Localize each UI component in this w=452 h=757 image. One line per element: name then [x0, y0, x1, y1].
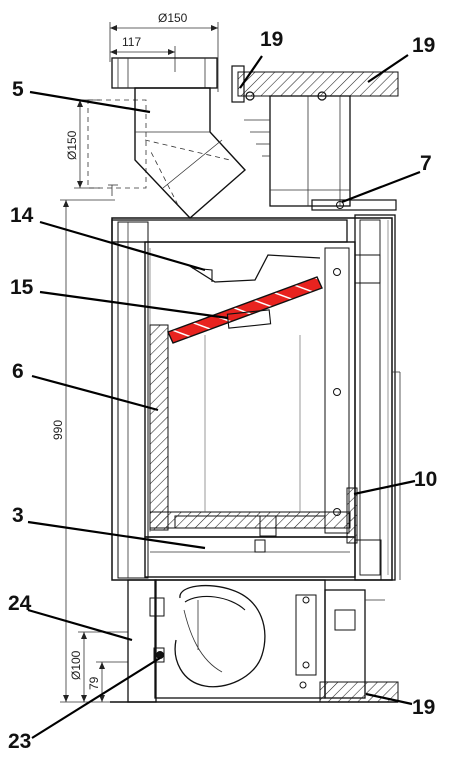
callout-5: 5 [12, 78, 24, 101]
base-fan-unit [110, 579, 399, 703]
dimension-lines [60, 22, 219, 703]
dimension-labels: Ø150 117 Ø150 990 Ø100 79 [51, 11, 188, 690]
callout-23: 23 [8, 730, 31, 753]
callout-6: 6 [12, 360, 24, 383]
dim-diameter-100: Ø100 [69, 650, 83, 680]
callout-7: 7 [420, 152, 432, 175]
dim-117: 117 [122, 35, 141, 49]
callout-19-right: 19 [412, 34, 435, 57]
leader-lines [27, 54, 421, 739]
stove-body [111, 214, 401, 581]
flue-pipe-assembly [87, 57, 247, 219]
baffle-plate-red [167, 276, 323, 344]
dim-diameter-150-side: Ø150 [65, 130, 79, 160]
callout-24: 24 [8, 592, 32, 615]
dim-990: 990 [51, 420, 65, 440]
top-hood-assembly [231, 65, 399, 211]
callout-labels: 19 19 5 7 14 15 6 10 3 24 19 23 [8, 28, 437, 753]
callout-19-bottom: 19 [412, 696, 435, 719]
dim-79: 79 [87, 676, 101, 690]
callout-3: 3 [12, 504, 24, 527]
callout-14: 14 [10, 204, 34, 227]
dim-diameter-150-top: Ø150 [158, 11, 188, 25]
callout-10: 10 [414, 468, 437, 491]
callout-15: 15 [10, 276, 34, 299]
callout-19-top: 19 [260, 28, 283, 51]
